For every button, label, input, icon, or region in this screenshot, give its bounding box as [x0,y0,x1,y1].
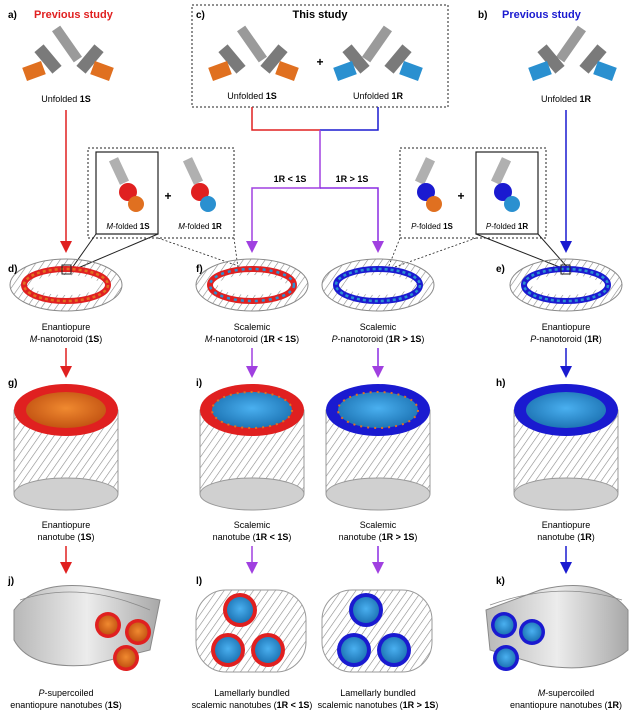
nanotoroid-e [509,258,623,312]
previous-study-title-left: Previous study [34,9,114,21]
caption-unfolded-1s-center: Unfolded 1S [227,91,277,101]
caption-f-line1: Scalemic [234,322,271,332]
lamellar-bundle-l [195,589,307,673]
nanotube-i2 [325,384,431,511]
supercoiled-bundle-j [13,585,161,671]
caption-f2-line1: Scalemic [360,322,397,332]
nanotoroid-f-p [321,258,435,312]
dendron-molecule-1r-center [333,25,423,81]
caption-e-line2: P-nanotoroid (1R) [530,334,602,344]
caption-k-line1: M-supercoiled [538,688,595,698]
branch-purple-left [246,130,321,253]
panel-letter-f: f) [196,264,203,275]
panel-letter-k: k) [496,576,505,587]
branch-blue [320,107,379,131]
panel-letter-b: b) [478,10,487,21]
caption-e-line1: Enantiopure [542,322,591,332]
p-folded-1s-molecule [414,157,442,212]
lamellar-bundle-l2 [321,589,433,673]
caption-d-line1: Enantiopure [42,322,91,332]
previous-study-title-right: Previous study [502,9,582,21]
caption-f2-line2: P-nanotoroid (1R > 1S) [332,334,425,344]
panel-letter-g: g) [8,378,17,389]
caption-h-line1: Enantiopure [542,520,591,530]
label-p-folded-1s: P-folded 1S [411,222,453,231]
panel-letter-d: d) [8,264,17,275]
supercoiled-bundle-k [485,585,629,671]
nanotoroid-d [9,258,123,312]
caption-i-line1: Scalemic [234,520,271,530]
caption-g-line1: Enantiopure [42,520,91,530]
callout-lines [157,237,477,269]
panel-letter-l: l) [196,576,202,587]
panel-letter-j: j) [7,576,14,587]
caption-unfolded-1r-center: Unfolded 1R [353,91,404,101]
caption-d-line2: M-nanotoroid (1S) [30,334,103,344]
panel-letter-c: c) [196,10,205,21]
label-p-folded-1r: P-folded 1R [486,222,528,231]
this-study-title: This study [292,9,348,21]
callout-solid-lines [71,233,569,269]
inset-m-folded-highlight [95,151,159,235]
caption-j-line2: enantiopure nanotubes (1S) [10,700,122,710]
caption-k-line2: enantiopure nanotubes (1R) [510,700,622,710]
plus-sign-inset-m: + [164,189,171,203]
branch-purple-right [320,187,384,253]
caption-i2-line2: nanotube (1R > 1S) [339,532,418,542]
caption-l2-line2: scalemic nanotubes (1R > 1S) [318,700,439,710]
caption-i2-line1: Scalemic [360,520,397,530]
caption-l-line1: Lamellarly bundled [214,688,290,698]
nanotube-h [513,384,619,511]
dendron-molecule-1s-left [22,25,114,81]
panel-letter-h: h) [496,378,505,389]
caption-g-line2: nanotube (1S) [37,532,94,542]
this-study-box [191,4,449,108]
panel-letter-i: i) [196,378,202,389]
caption-l2-line1: Lamellarly bundled [340,688,416,698]
caption-l-line2: scalemic nanotubes (1R < 1S) [192,700,313,710]
branch-red [251,107,320,131]
caption-i-line2: nanotube (1R < 1S) [213,532,292,542]
panel-letter-e: e) [496,264,505,275]
nanotube-g [13,384,119,511]
plus-sign-top: + [316,55,323,69]
nanotube-i [199,384,305,511]
dendron-molecule-1r-right [528,25,617,81]
branch-label-left: 1R < 1S [274,174,307,184]
caption-unfolded-1r-right: Unfolded 1R [541,94,592,104]
label-m-folded-1r: M-folded 1R [178,222,222,231]
label-m-folded-1s: M-folded 1S [106,222,150,231]
dendron-molecule-1s-center [208,25,299,81]
caption-unfolded-1s-left: Unfolded 1S [41,94,91,104]
nanotoroid-f-m [195,258,309,312]
caption-j-line1: P-supercoiled [38,688,93,698]
branch-label-right: 1R > 1S [336,174,369,184]
caption-f-line2: M-nanotoroid (1R < 1S) [205,334,299,344]
caption-h-line2: nanotube (1R) [537,532,595,542]
panel-letter-a: a) [8,10,17,21]
plus-sign-inset-p: + [457,189,464,203]
m-folded-1s-molecule [108,157,144,212]
p-folded-1r-molecule [490,157,520,212]
inset-p-folded-highlight [475,151,539,235]
m-folded-1r-molecule [182,157,216,212]
